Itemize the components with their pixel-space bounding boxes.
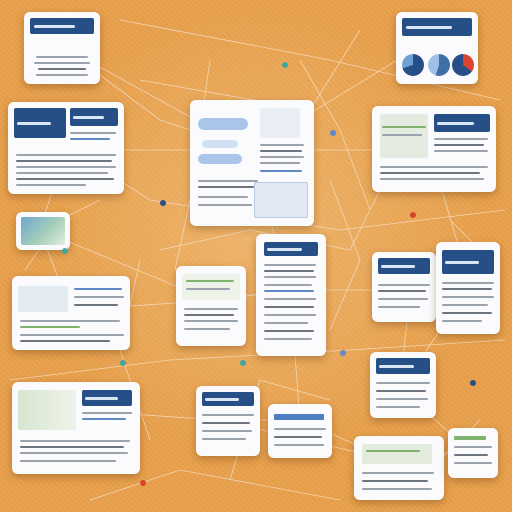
- network-node-icon: [120, 360, 126, 366]
- document-card-14: [354, 436, 444, 500]
- network-node-icon: [340, 350, 346, 356]
- network-node-icon: [282, 62, 288, 68]
- document-card-2: [8, 102, 124, 194]
- document-card-6: [176, 266, 246, 346]
- image-card: [16, 212, 70, 250]
- network-node-icon: [240, 360, 246, 366]
- document-card-10: [12, 382, 140, 474]
- document-card-9: [436, 242, 500, 334]
- network-node-icon: [62, 248, 68, 254]
- document-card-4: [372, 106, 496, 192]
- document-card-1: [24, 12, 100, 84]
- network-node-icon: [140, 480, 146, 486]
- network-node-icon: [470, 380, 476, 386]
- document-card-15: [448, 428, 498, 478]
- document-card-8: [372, 252, 436, 322]
- document-card-7: [256, 234, 326, 356]
- pie-chart-icon: [402, 54, 424, 76]
- network-node-icon: [410, 212, 416, 218]
- document-card-3: [190, 100, 314, 226]
- network-node-icon: [330, 130, 336, 136]
- document-card-11: [196, 386, 260, 456]
- pie-chart-icon: [428, 54, 450, 76]
- chart-card: [396, 12, 478, 84]
- document-card-12: [268, 404, 332, 458]
- document-card-13: [370, 352, 436, 418]
- document-card-5: [12, 276, 130, 350]
- network-node-icon: [160, 200, 166, 206]
- pie-chart-icon: [452, 54, 474, 76]
